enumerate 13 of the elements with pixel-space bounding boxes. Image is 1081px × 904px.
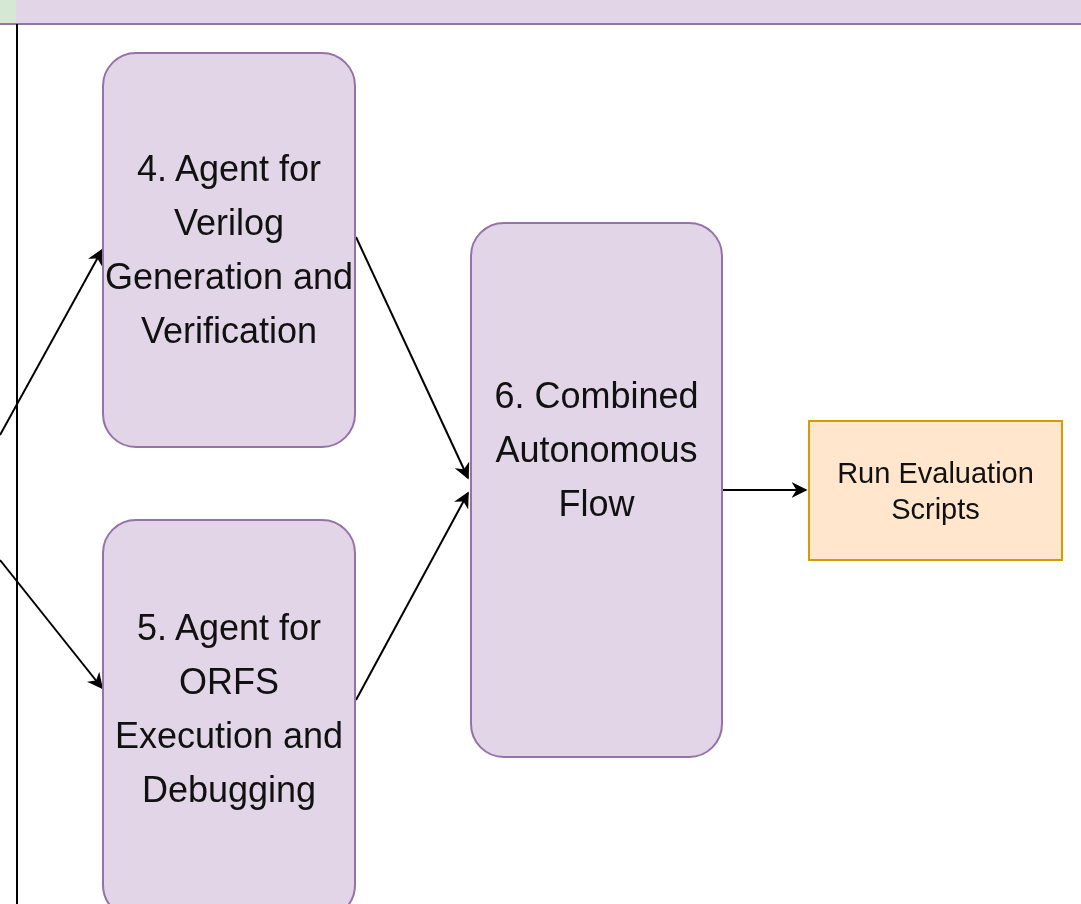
box-label: 6. Combined Autonomous Flow	[493, 374, 700, 526]
arrow	[722, 482, 808, 498]
process-box	[470, 222, 723, 758]
arrow	[0, 248, 103, 436]
process-box	[102, 52, 356, 448]
box-label: Run Evaluation Scripts	[836, 455, 1035, 527]
arrow	[355, 491, 469, 701]
box-label: 5. Agent for ORFS Execution and Debugging	[113, 606, 345, 812]
process-box	[102, 519, 356, 904]
arrow	[355, 236, 470, 480]
arrow	[0, 559, 103, 690]
process-box	[808, 420, 1063, 561]
box-label: 4. Agent for Verilog Generation and Verification	[104, 147, 354, 353]
